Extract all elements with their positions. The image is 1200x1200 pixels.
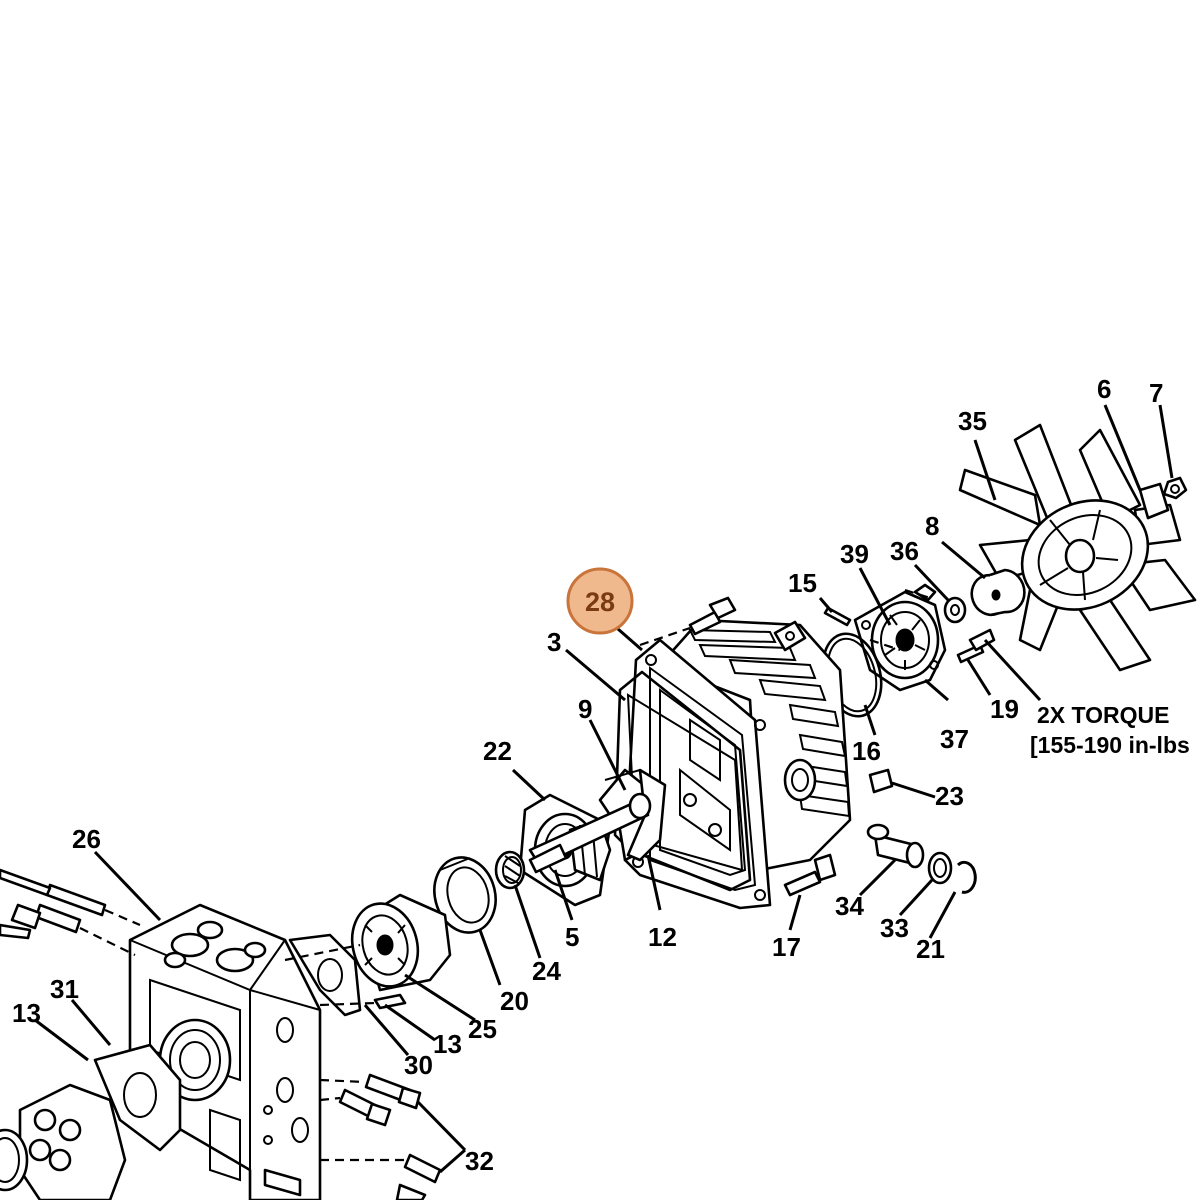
bolts-32 — [319, 1073, 442, 1200]
label-5: 5 — [565, 922, 579, 952]
label-6: 6 — [1097, 374, 1111, 404]
label-3: 3 — [547, 627, 561, 657]
label-30: 30 — [404, 1050, 433, 1080]
label-13-right: 13 — [433, 1029, 462, 1059]
ring-33 — [927, 851, 953, 885]
label-13-left: 13 — [12, 998, 41, 1028]
label-21: 21 — [916, 934, 945, 964]
label-26: 26 — [72, 824, 101, 854]
label-22: 22 — [483, 736, 512, 766]
label-35: 35 — [958, 406, 987, 436]
label-37: 37 — [940, 724, 969, 754]
label-17: 17 — [772, 932, 801, 962]
label-25: 25 — [468, 1014, 497, 1044]
part-labels: 35 6 7 8 36 39 15 19 37 16 3 9 22 23 26 … — [12, 374, 1163, 1176]
label-20: 20 — [500, 986, 529, 1016]
washer-5 — [528, 843, 568, 874]
label-39: 39 — [840, 539, 869, 569]
bolt-17 — [783, 853, 837, 897]
torque-note-line1: 2X TORQUE — [1037, 702, 1170, 728]
seal-20 — [433, 856, 497, 934]
label-24: 24 — [532, 956, 561, 986]
label-28[interactable]: 28 — [585, 587, 615, 617]
clip-21 — [956, 860, 977, 894]
washer-36 — [943, 596, 967, 624]
label-9: 9 — [578, 694, 592, 724]
label-32: 32 — [465, 1146, 494, 1176]
highlighted-callout-28[interactable]: 28 — [566, 567, 634, 635]
label-33: 33 — [880, 913, 909, 943]
label-19: 19 — [990, 694, 1019, 724]
spring-24 — [494, 850, 526, 890]
label-31: 31 — [50, 974, 79, 1004]
spacer-8 — [970, 568, 1026, 617]
cooling-fan — [958, 423, 1197, 672]
torque-note-line2: [155-190 in-lbs — [1030, 732, 1190, 758]
torque-note: 2X TORQUE [155-190 in-lbs — [1030, 702, 1190, 758]
main-housing-12 — [623, 618, 852, 910]
screws-19 — [956, 628, 996, 664]
pin-34 — [866, 823, 925, 869]
highlight-circle[interactable] — [566, 567, 634, 635]
screw-15 — [823, 606, 852, 627]
bearing-25 — [350, 893, 452, 992]
label-23: 23 — [935, 781, 964, 811]
plate-31 — [93, 1043, 182, 1152]
clip-23 — [868, 768, 894, 794]
label-16: 16 — [852, 736, 881, 766]
center-section-26 — [128, 903, 322, 1200]
left-bolts — [0, 868, 141, 956]
label-12: 12 — [648, 922, 677, 952]
label-15: 15 — [788, 568, 817, 598]
bolt-28 — [639, 596, 737, 647]
front-block — [0, 1083, 127, 1200]
label-7: 7 — [1149, 378, 1163, 408]
leader-lines — [34, 404, 1174, 1174]
label-8: 8 — [925, 511, 939, 541]
pump-cover-37 — [853, 583, 947, 692]
label-34: 34 — [835, 891, 864, 921]
label-36: 36 — [890, 536, 919, 566]
